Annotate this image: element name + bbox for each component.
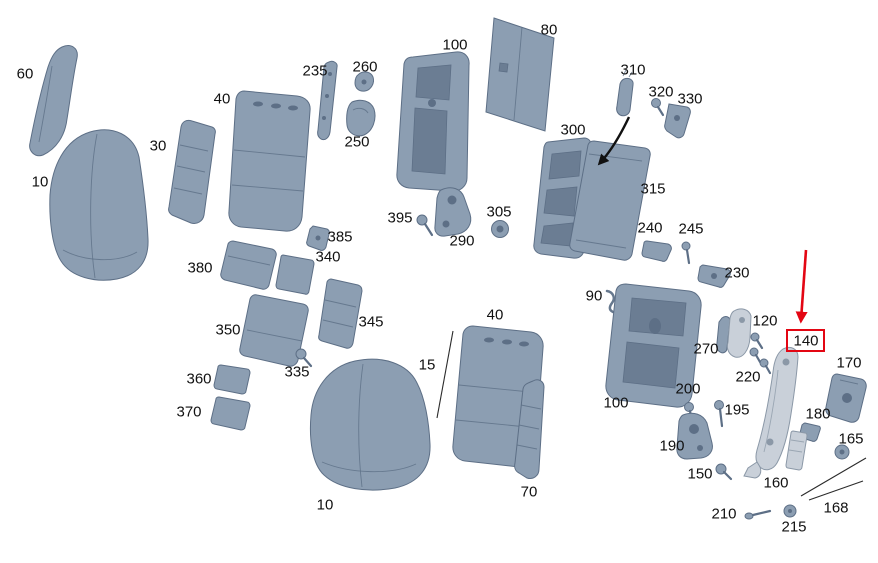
part-label-220[interactable]: 220: [735, 368, 761, 386]
part-label-180[interactable]: 180: [805, 405, 831, 423]
part-label-170[interactable]: 170: [836, 354, 862, 372]
part-label-165[interactable]: 165: [838, 430, 864, 448]
part-15-rod-shape: [436, 330, 454, 419]
part-label-380[interactable]: 380: [187, 259, 213, 277]
part-270-lever-shape: [716, 316, 731, 354]
part-195-screw-shape: [714, 400, 724, 428]
part-250-bracket-shape: [346, 99, 376, 137]
part-belt-guide-upper-shape: [726, 308, 752, 358]
part-label-10b[interactable]: 10: [316, 496, 334, 514]
part-360-panel-shape: [213, 364, 251, 395]
part-label-120[interactable]: 120: [752, 312, 778, 330]
part-label-335[interactable]: 335: [284, 363, 310, 381]
part-215-grommet-shape: [783, 504, 797, 518]
part-345-panel-shape: [318, 278, 363, 349]
part-label-215[interactable]: 215: [781, 518, 807, 536]
part-380-panel-shape: [220, 240, 277, 290]
part-395-screw-shape: [416, 214, 434, 237]
part-label-230[interactable]: 230: [724, 264, 750, 282]
part-140-belt-guide-bracket-shape: [743, 346, 799, 479]
part-label-290[interactable]: 290: [449, 232, 475, 250]
part-label-320[interactable]: 320: [648, 83, 674, 101]
part-label-315[interactable]: 315: [640, 180, 666, 198]
part-290-bracket-arm-shape: [434, 187, 472, 237]
part-335-screw-shape: [295, 348, 313, 368]
part-10-left-backrest-cushion-shape: [49, 129, 149, 281]
part-label-350[interactable]: 350: [215, 321, 241, 339]
part-260-knob-shape: [354, 71, 374, 92]
part-label-30[interactable]: 30: [149, 137, 167, 155]
part-label-150[interactable]: 150: [687, 465, 713, 483]
part-40-upper-backrest-panel-shape: [228, 90, 311, 232]
part-168-rods-shape: [800, 457, 867, 501]
part-170-bracket-shape: [825, 373, 867, 423]
part-label-195[interactable]: 195: [724, 401, 750, 419]
part-label-300[interactable]: 300: [560, 121, 586, 139]
part-label-310[interactable]: 310: [620, 61, 646, 79]
part-label-40b[interactable]: 40: [486, 306, 504, 324]
part-235-strap-shape: [317, 60, 338, 141]
part-370-panel-shape: [210, 396, 251, 431]
part-165-grommet-shape: [834, 444, 850, 460]
part-label-340[interactable]: 340: [315, 248, 341, 266]
part-label-235[interactable]: 235: [302, 62, 328, 80]
part-label-10a[interactable]: 10: [31, 173, 49, 191]
part-label-395[interactable]: 395: [387, 209, 413, 227]
part-310-bracket-shape: [616, 69, 634, 117]
part-190-plate-shape: [676, 412, 713, 460]
part-label-90[interactable]: 90: [585, 287, 603, 305]
part-385-clip-shape: [306, 225, 330, 251]
part-30-side-panel-shape: [168, 119, 216, 224]
part-label-260[interactable]: 260: [352, 58, 378, 76]
part-label-210[interactable]: 210: [711, 505, 737, 523]
part-label-360[interactable]: 360: [186, 370, 212, 388]
part-210-screw-shape: [744, 509, 772, 520]
part-label-245[interactable]: 245: [678, 220, 704, 238]
part-label-40a[interactable]: 40: [213, 90, 231, 108]
part-245-screw-shape: [681, 241, 691, 265]
part-160-spacer-shape: [785, 430, 808, 471]
part-220-screws-shape: [749, 347, 772, 375]
part-305-grommet-shape: [491, 220, 509, 238]
part-label-190[interactable]: 190: [659, 437, 685, 455]
part-100-upper-seat-frame-shape: [396, 51, 470, 192]
part-label-345[interactable]: 345: [358, 313, 384, 331]
part-70-slat-panel-shape: [514, 379, 545, 479]
part-100-lower-seat-frame-shape: [605, 283, 702, 408]
part-315-panel-shape: [569, 140, 651, 261]
part-label-60[interactable]: 60: [16, 65, 34, 83]
part-320-screw-shape: [651, 98, 665, 117]
part-label-160[interactable]: 160: [763, 474, 789, 492]
part-340-panel-shape: [275, 254, 315, 295]
part-label-140[interactable]: 140: [793, 332, 819, 350]
part-label-250[interactable]: 250: [344, 133, 370, 151]
part-label-270[interactable]: 270: [693, 340, 719, 358]
part-label-370[interactable]: 370: [176, 403, 202, 421]
part-150-screw-shape: [715, 463, 733, 481]
part-label-100b[interactable]: 100: [603, 394, 629, 412]
part-label-15[interactable]: 15: [418, 356, 436, 374]
part-240-bracket-shape: [641, 240, 672, 262]
part-label-200[interactable]: 200: [675, 380, 701, 398]
part-label-100a[interactable]: 100: [442, 36, 468, 54]
part-60-headrest-shape: [29, 45, 78, 157]
part-90-hook-shape: [605, 289, 616, 314]
part-label-168[interactable]: 168: [823, 499, 849, 517]
part-120-pin-shape: [750, 332, 764, 350]
part-10-lower-seat-cushion-shape: [309, 358, 431, 491]
part-label-240[interactable]: 240: [637, 219, 663, 237]
part-label-385[interactable]: 385: [327, 228, 353, 246]
part-label-80[interactable]: 80: [540, 21, 558, 39]
part-350-panel-shape: [239, 294, 309, 367]
part-230-bracket-shape: [697, 264, 731, 288]
part-label-70[interactable]: 70: [520, 483, 538, 501]
part-330-bracket-shape: [664, 103, 691, 139]
part-label-305[interactable]: 305: [486, 203, 512, 221]
part-80-backrest-board-shape: [485, 17, 555, 132]
part-label-330[interactable]: 330: [677, 90, 703, 108]
